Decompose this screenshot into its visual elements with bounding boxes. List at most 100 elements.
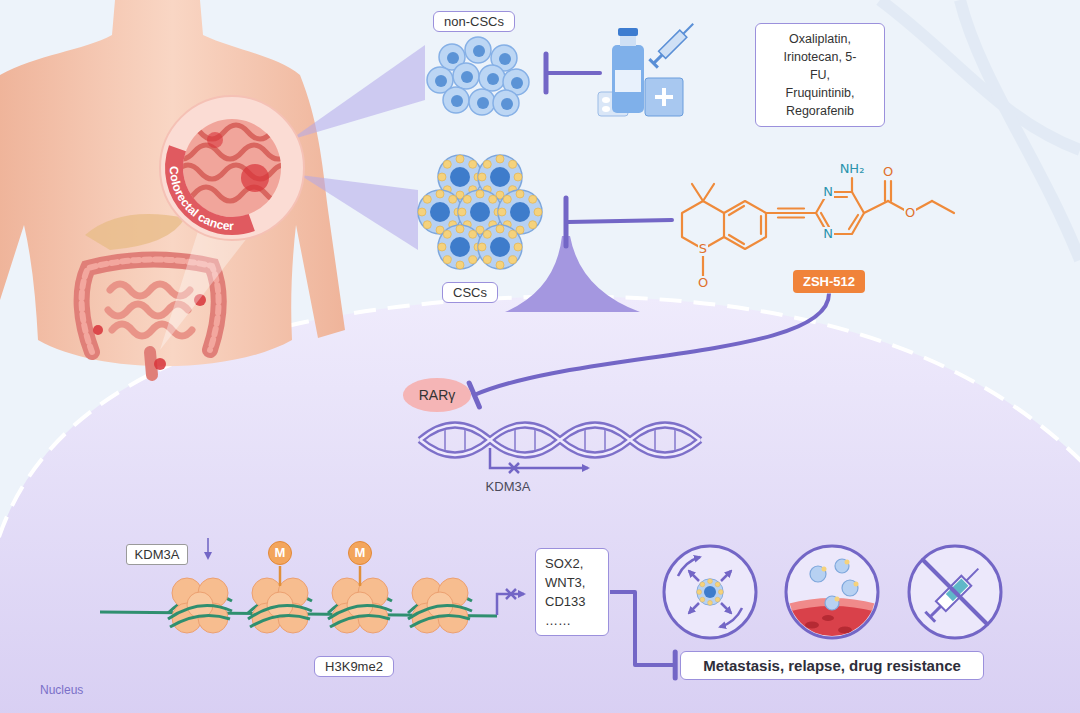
non-csc-cluster xyxy=(469,89,495,115)
methyl-circle: M xyxy=(348,541,372,565)
metastasis-icon xyxy=(822,615,834,621)
chemical-structure xyxy=(724,201,766,249)
self-renewal-icon xyxy=(721,571,731,581)
chemical-structure xyxy=(729,235,744,244)
node-text: non-CSCs xyxy=(444,14,504,29)
chemical-structure xyxy=(890,181,892,201)
node-text: Oxaliplatin, Irinotecan, 5-FU, Fruquinti… xyxy=(780,30,860,120)
inhibition-head xyxy=(673,652,678,678)
dna-helix xyxy=(584,430,586,450)
drug-illustration xyxy=(654,55,662,63)
nucleosome xyxy=(328,578,392,633)
enzyme-box: KDM3A xyxy=(126,544,189,565)
chemical-structure xyxy=(682,178,954,283)
magnified-colon xyxy=(176,125,296,139)
nucleosome xyxy=(248,578,312,633)
chemical-structure xyxy=(884,181,886,201)
inhibition-bar xyxy=(566,198,672,246)
self-renewal-icon xyxy=(678,557,700,576)
magnified-colon xyxy=(160,96,304,240)
chemical-structure xyxy=(778,207,804,209)
inhibition-bar xyxy=(544,54,549,92)
csc-cluster xyxy=(478,225,522,269)
zoom-wedge xyxy=(300,175,418,250)
human-torso xyxy=(0,0,345,366)
dna-helix xyxy=(420,425,700,455)
organ-label: Colorectal cancer xyxy=(167,166,234,233)
gene-label: KDM3A xyxy=(486,479,531,494)
metastasis-icon xyxy=(845,560,850,565)
metastasis-icon xyxy=(805,622,819,629)
demethylase-arrow xyxy=(207,538,209,558)
chemical-structure xyxy=(849,215,858,229)
tumor-spot xyxy=(154,358,166,370)
node-text: ZSH-512 xyxy=(803,274,855,289)
non-csc-cluster xyxy=(479,65,505,91)
nucleosome xyxy=(168,578,232,633)
magnified-colon xyxy=(174,148,252,226)
arc-label-layer: Colorectal cancer xyxy=(167,166,234,233)
drug-illustration xyxy=(645,78,683,116)
non-csc-cluster xyxy=(493,90,519,116)
blocked-transcription-arrow xyxy=(506,589,516,599)
chemical-structure xyxy=(729,206,744,215)
dna-helix xyxy=(534,430,536,450)
metastasis-icon xyxy=(780,604,884,650)
metastasis-icon xyxy=(810,566,826,582)
dna-helix xyxy=(654,430,656,450)
metastasis-icon xyxy=(854,582,859,587)
atom-label: S xyxy=(698,242,708,256)
chemical-structure xyxy=(834,196,847,198)
drug-illustration xyxy=(659,30,687,58)
drug-resistance-icon xyxy=(923,560,987,624)
gene-list-box: SOX2, WNT3, CD133 …… xyxy=(535,548,609,636)
self-renewal-icon xyxy=(664,546,756,638)
drug-resistance-icon xyxy=(909,546,1001,638)
tumor-spot xyxy=(93,325,103,335)
non-csc-cluster xyxy=(453,63,479,89)
csc-cluster xyxy=(438,225,482,269)
drug-resistance-icon xyxy=(966,569,978,581)
nucleus-region xyxy=(0,297,1080,713)
drug-illustration xyxy=(649,20,697,68)
receptor-ellipse: RARγ xyxy=(403,378,472,412)
node-text: RARγ xyxy=(419,387,456,403)
chemical-structure xyxy=(703,184,714,201)
dna-helix xyxy=(674,430,676,450)
blocked-transcription-arrow xyxy=(490,448,588,473)
magnified-colon xyxy=(170,125,296,201)
node-text: CSCs xyxy=(453,285,487,300)
zoom-cone xyxy=(505,236,640,312)
human-torso xyxy=(85,214,185,250)
inhibition-bar xyxy=(548,71,600,75)
non-csc-cluster xyxy=(465,37,491,63)
inhibition-connector xyxy=(469,294,829,407)
metastasis-icon xyxy=(780,546,884,650)
blocked-transcription-arrow xyxy=(490,448,588,468)
dna-helix xyxy=(514,430,516,450)
drug-illustration xyxy=(615,70,641,92)
metastasis-icon xyxy=(810,559,858,610)
nucleosome xyxy=(408,578,472,633)
metastasis-icon xyxy=(786,546,878,638)
chemical-structure xyxy=(778,212,804,214)
self-renewal-icon xyxy=(678,557,742,627)
metastasis-icon xyxy=(822,567,827,572)
dna-helix xyxy=(464,430,466,450)
metastasis-icon xyxy=(822,560,859,602)
chemical-structure xyxy=(864,201,888,213)
inhibition-bar xyxy=(564,198,569,246)
label-box: non-CSCs xyxy=(433,11,515,32)
self-renewal-icon xyxy=(689,603,699,613)
zoom-wedge xyxy=(160,45,425,350)
methyl-stalk xyxy=(279,566,282,586)
chemical-structure xyxy=(760,216,762,234)
self-renewal-icon xyxy=(664,546,756,638)
inhibition-bar xyxy=(568,220,672,222)
self-renewal-icon xyxy=(720,608,742,627)
drug-list-box: Oxaliplatin, Irinotecan, 5-FU, Fruquinti… xyxy=(755,23,885,127)
drug-illustration xyxy=(618,28,638,36)
region-label: Nucleus xyxy=(40,683,83,697)
connector-line xyxy=(474,294,829,396)
